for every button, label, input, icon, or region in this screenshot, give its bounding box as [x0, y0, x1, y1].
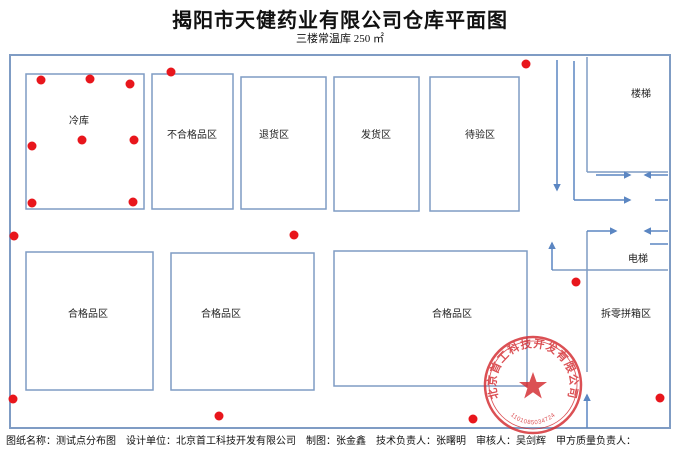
test-point	[166, 67, 176, 77]
room-label-stairs: 楼梯	[631, 87, 651, 100]
test-point	[128, 197, 138, 207]
stamp-ring	[483, 335, 583, 435]
drawing-name: 图纸名称：测试点分布图	[6, 436, 116, 447]
test-point	[289, 230, 299, 240]
room-label-non-conforming: 不合格品区	[167, 128, 217, 141]
room-label-shipping: 发货区	[361, 128, 391, 141]
test-point	[468, 414, 478, 424]
test-point	[8, 394, 18, 404]
room-label-elevator: 电梯	[628, 252, 648, 265]
reviewer: 审核人：吴剑辉	[476, 436, 546, 447]
non-conforming-room	[151, 73, 234, 210]
stamp-code-text: 1101085034724	[509, 412, 557, 426]
returns-room	[240, 76, 327, 210]
conforming-room-1	[25, 251, 154, 391]
drafter: 制图：张金鑫	[306, 436, 366, 447]
stamp-inner-ring	[488, 340, 578, 430]
room-label-pending-inspection: 待验区	[465, 128, 495, 141]
test-point	[129, 135, 139, 145]
test-point	[85, 74, 95, 84]
conforming-room-3	[333, 250, 528, 387]
test-point	[9, 231, 19, 241]
room-label-conforming-1: 合格品区	[68, 307, 108, 320]
stamp-star-icon	[519, 372, 547, 399]
test-point	[571, 277, 581, 287]
design-unit: 设计单位：北京首工科技开发有限公司	[126, 436, 296, 447]
stamp-code-path: 1101085034724	[509, 412, 556, 426]
test-point	[77, 135, 87, 145]
drawing-title: 揭阳市天健药业有限公司仓库平面图	[172, 10, 508, 32]
test-point	[27, 141, 37, 151]
test-point	[27, 198, 37, 208]
pending-inspection-room	[429, 76, 520, 212]
test-point	[36, 75, 46, 85]
qa-lead: 甲方质量负责人：	[556, 436, 636, 447]
shipping-room	[333, 76, 420, 212]
test-points	[8, 59, 665, 424]
conforming-room-2	[170, 252, 315, 391]
room-label-split-packing: 拆零拼箱区	[601, 307, 651, 320]
tech-lead: 技术负责人：张曙明	[376, 436, 466, 447]
official-stamp: 北京首工科技开发有限公司 1101085034724	[483, 335, 583, 435]
room-label-conforming-3: 合格品区	[432, 307, 472, 320]
building-outline	[9, 54, 671, 429]
drawing-subtitle: 三楼常温库 250 ㎡	[296, 33, 384, 45]
title-block: 图纸名称：测试点分布图设计单位：北京首工科技开发有限公司制图：张金鑫技术负责人：…	[6, 432, 676, 447]
test-point	[214, 411, 224, 421]
room-label-conforming-2: 合格品区	[201, 307, 241, 320]
room-label-returns: 退货区	[259, 128, 289, 141]
test-point	[125, 79, 135, 89]
cold-storage-room	[25, 73, 145, 210]
test-point	[521, 59, 531, 69]
test-point	[655, 393, 665, 403]
room-label-cold-storage: 冷库	[69, 114, 89, 127]
